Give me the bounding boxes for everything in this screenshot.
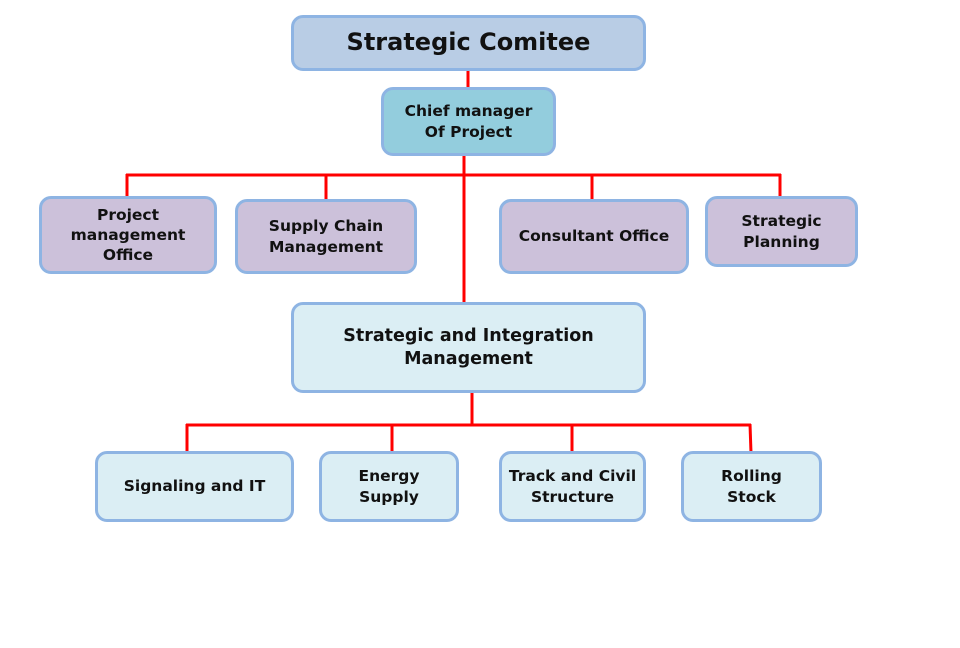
node-chief-manager: Chief manager Of Project	[381, 87, 556, 156]
node-strategic-planning: Strategic Planning	[705, 196, 858, 267]
node-strategic-comitee: Strategic Comitee	[291, 15, 646, 71]
node-rolling-stock: Rolling Stock	[681, 451, 822, 522]
node-signaling-it: Signaling and IT	[95, 451, 294, 522]
node-track-civil: Track and Civil Structure	[499, 451, 646, 522]
node-supply-chain-management: Supply Chain Management	[235, 199, 417, 274]
node-project-management-office: Project management Office	[39, 196, 217, 274]
connector-to-rolling	[748, 423, 753, 454]
node-strategic-integration: Strategic and Integration Management	[291, 302, 646, 393]
node-energy-supply: Energy Supply	[319, 451, 459, 522]
node-consultant-office: Consultant Office	[499, 199, 689, 274]
